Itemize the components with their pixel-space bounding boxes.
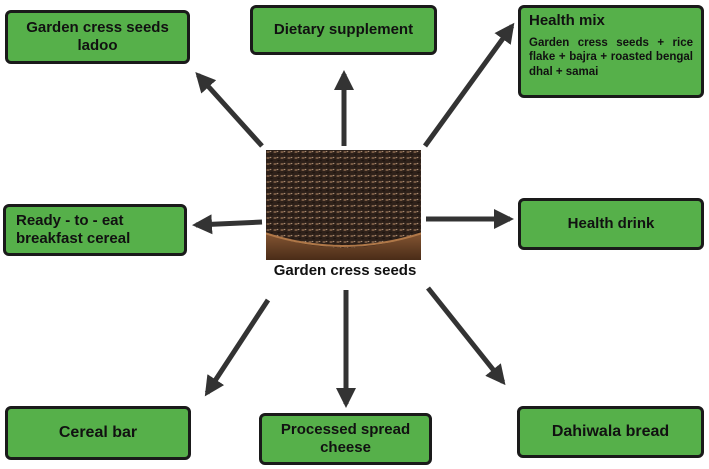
garden-cress-seeds-photo bbox=[266, 150, 421, 260]
arrow-to-cereal bbox=[192, 214, 263, 235]
node-processed-cheese: Processed spread cheese bbox=[259, 413, 432, 465]
arrow-to-bar bbox=[204, 298, 271, 397]
health-mix-title: Health mix bbox=[529, 12, 605, 29]
arrow-to-ladoo bbox=[195, 72, 264, 148]
node-dietary-label: Dietary supplement bbox=[273, 21, 414, 38]
seeds-illustration bbox=[266, 150, 421, 260]
health-mix-ingredients: Garden cress seeds + rice flake + bajra … bbox=[529, 37, 693, 78]
node-dahiwala-bread: Dahiwala bread bbox=[517, 406, 704, 458]
node-health-drink: Health drink bbox=[518, 198, 704, 250]
node-cereal-label: Ready - to - eat breakfast cereal bbox=[16, 212, 131, 247]
node-cereal-bar: Cereal bar bbox=[5, 406, 191, 460]
node-cheese-label: Processed spread cheese bbox=[280, 421, 411, 456]
node-ladoo-label: Garden cress seeds ladoo bbox=[26, 19, 169, 54]
arrow-to-bread bbox=[426, 286, 506, 386]
node-dietary-supplement: Dietary supplement bbox=[250, 5, 437, 55]
node-bread-label: Dahiwala bread bbox=[551, 423, 670, 441]
arrow-to-health-mix bbox=[422, 22, 515, 148]
node-drink-label: Health drink bbox=[567, 215, 655, 232]
node-bar-label: Cereal bar bbox=[58, 424, 138, 442]
node-ladoo: Garden cress seeds ladoo bbox=[5, 10, 190, 64]
center-label: Garden cress seeds bbox=[273, 262, 417, 279]
node-breakfast-cereal: Ready - to - eat breakfast cereal bbox=[3, 204, 187, 256]
node-health-mix: Health mix Garden cress seeds + rice fla… bbox=[518, 5, 704, 98]
